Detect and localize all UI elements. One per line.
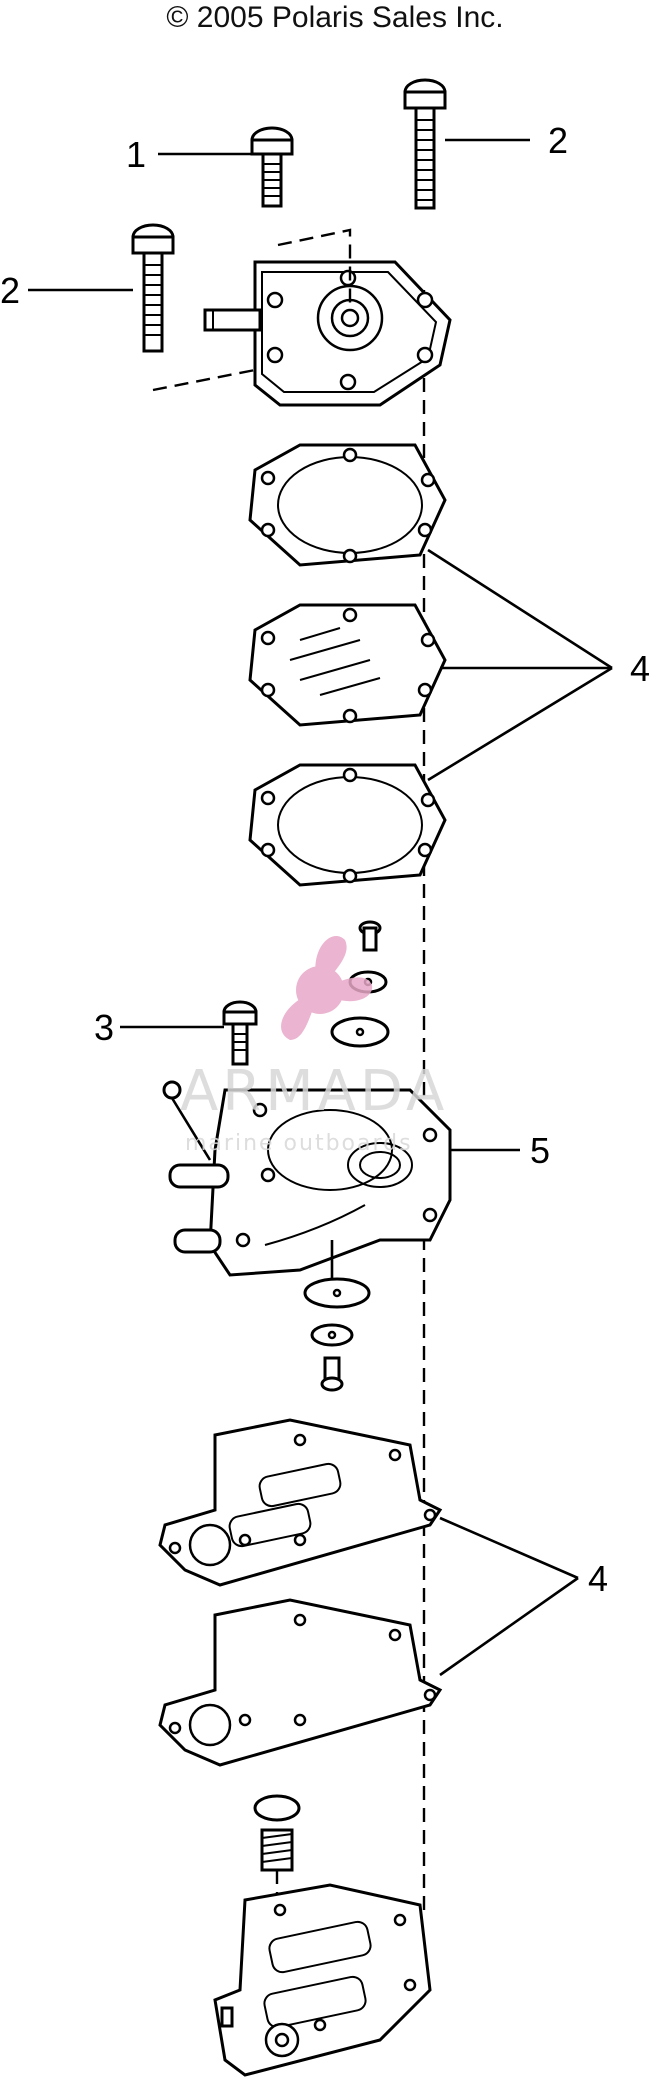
callout-3: 3 xyxy=(94,1007,114,1048)
callout-4-upper: 4 xyxy=(630,648,650,689)
watermark-logo: ARMADA marine outboards xyxy=(180,936,448,1156)
screw-2-left xyxy=(131,223,175,353)
leader-lines xyxy=(28,138,613,1677)
screw-2-right xyxy=(403,78,447,210)
base-plate xyxy=(213,1883,432,2077)
watermark-tagline: marine outboards xyxy=(185,1131,413,1156)
gasket-upper xyxy=(248,443,447,567)
screw-1 xyxy=(250,126,294,208)
watermark-brand: ARMADA xyxy=(180,1059,448,1124)
callout-4-lower: 4 xyxy=(588,1558,608,1599)
callout-1: 1 xyxy=(126,134,146,175)
callout-5: 5 xyxy=(530,1130,550,1171)
diaphragm-lower xyxy=(158,1598,443,1767)
check-valve-lower xyxy=(303,1240,371,1392)
copyright-notice: © 2005 Polaris Sales Inc. xyxy=(166,1,504,34)
diaphragm xyxy=(248,603,447,727)
pump-body xyxy=(162,1080,452,1277)
valve-spring xyxy=(253,1794,301,1915)
pump-cover xyxy=(152,228,452,407)
callout-2-right: 2 xyxy=(548,120,568,161)
gasket-middle xyxy=(248,763,447,887)
gasket-lower xyxy=(158,1418,443,1587)
screw-3 xyxy=(222,1000,258,1066)
callout-2-left: 2 xyxy=(0,270,20,311)
